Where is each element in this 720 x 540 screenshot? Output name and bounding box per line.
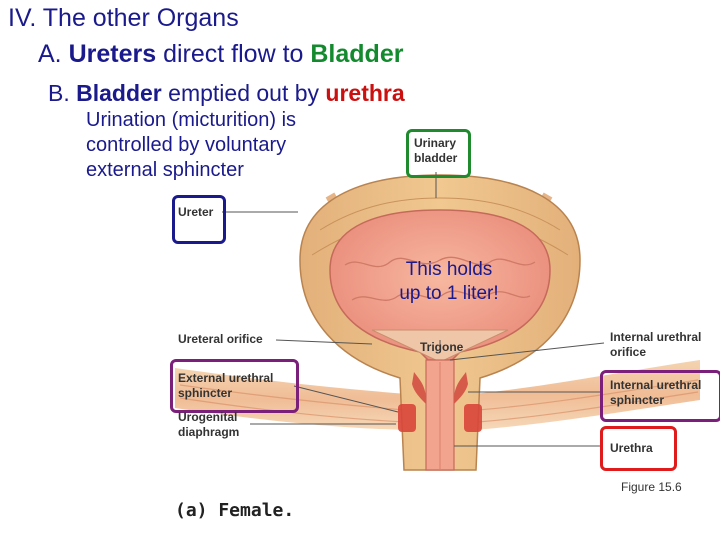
note-line-2: controlled by voluntary (86, 134, 287, 156)
label-urogenital-2: diaphragm (178, 425, 240, 439)
box-external-sphincter (170, 359, 299, 413)
label-internal-orifice: Internal urethral orifice (610, 330, 701, 360)
label-urogenital-1: Urogenital (178, 410, 238, 424)
heading-text-1: IV. The other Organs (8, 4, 239, 32)
rugae (344, 256, 536, 268)
box-urinary-bladder (406, 129, 471, 178)
label-ureteral-orifice: Ureteral orifice (178, 332, 263, 346)
label-external-sphincter-1: External urethral (178, 371, 274, 385)
box-ureter (172, 195, 226, 244)
heading-2-bladder: Bladder (310, 40, 404, 68)
leader-ureteral-orifice (275, 339, 373, 345)
heading-3-urethra: urethra (325, 80, 405, 106)
external-sphincter-right (464, 404, 482, 432)
callout-line-2: up to 1 liter! (399, 283, 499, 304)
label-bladder: bladder (414, 151, 458, 165)
pelvic-muscle-band-right (474, 360, 700, 430)
label-urinary: Urinary (414, 136, 457, 150)
muscle-stripes (179, 379, 699, 423)
label-urethra: Urethra (610, 441, 653, 455)
label-ureter: Ureter (178, 205, 214, 219)
leader-external-sphincter (293, 385, 399, 413)
heading-line-2: A. Ureters direct flow to Bladder (38, 40, 403, 69)
label-external-sphincter-2: sphincter (178, 386, 233, 400)
callout-line-1: This holds (405, 259, 493, 280)
label-internal-sphincter: Internal urethral sphincter (610, 378, 701, 408)
label-internal-orifice-1: Internal urethral (610, 330, 702, 344)
figure-number: Figure 15.6 (621, 480, 682, 494)
note-line-3: external sphincter (86, 159, 244, 181)
micturition-note: Urination (micturition) is controlled by… (86, 108, 296, 183)
heading-line-1: IV. The other Organs (8, 4, 239, 33)
heading-2-prefix: A. (38, 40, 69, 68)
external-sphincter-left (398, 404, 416, 432)
label-internal-sphincter-1: Internal urethral (610, 378, 702, 392)
internal-sphincter (412, 372, 468, 404)
heading-3-middle: emptied out by (161, 80, 326, 106)
heading-2-ureters: Ureters (68, 40, 157, 68)
label-external-sphincter: External urethral sphincter (178, 371, 273, 401)
leader-internal-orifice (449, 342, 605, 361)
label-internal-sphincter-2: sphincter (610, 393, 665, 407)
bladder-lumen (329, 209, 551, 361)
wall-texture (319, 197, 561, 231)
label-internal-orifice-2: orifice (610, 345, 647, 359)
label-trigone: Trigone (420, 340, 464, 354)
heading-2-middle: direct flow to (156, 40, 311, 68)
heading-line-3: B. Bladder emptied out by urethra (48, 80, 405, 107)
heading-3-bladder: Bladder (76, 80, 162, 106)
heading-3-prefix: B. (48, 80, 77, 106)
capacity-callout: This holds up to 1 liter! (376, 258, 522, 306)
label-urinary-bladder: Urinary bladder (414, 136, 457, 166)
label-urogenital-diaphragm: Urogenital diaphragm (178, 410, 239, 440)
box-urethra (600, 426, 677, 471)
figure-caption: (a) Female. (175, 500, 295, 521)
note-line-1: Urination (micturition) is (86, 109, 297, 131)
